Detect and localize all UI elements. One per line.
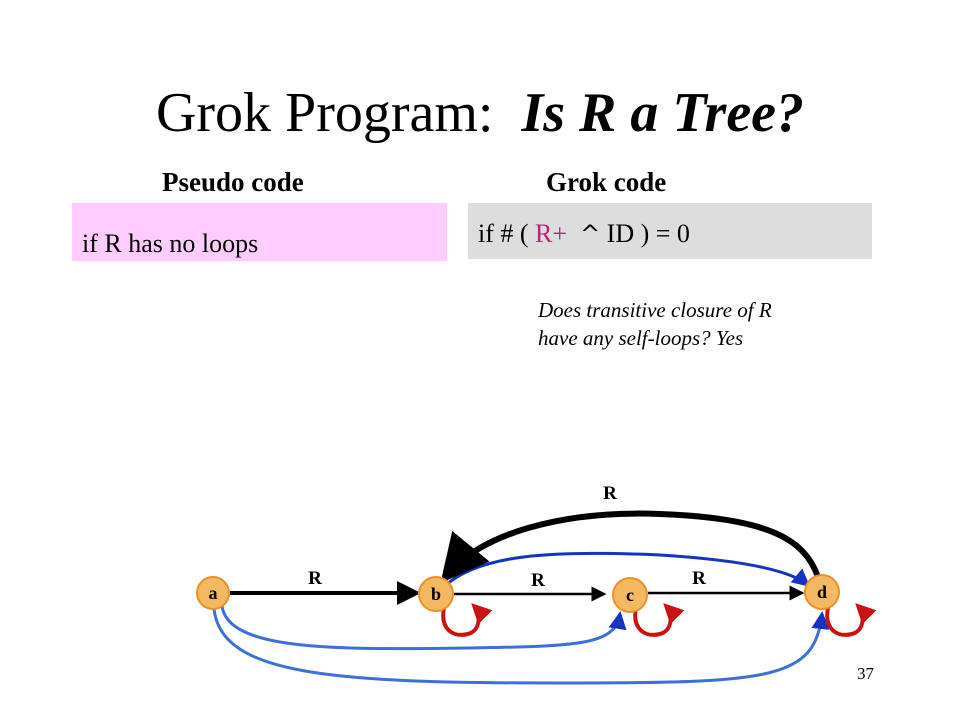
grok-suffix: ID ) = 0 [600, 219, 690, 248]
page-number: 37 [857, 664, 874, 683]
edge-label-c-d: R [692, 568, 706, 589]
closure-note-line-1: Does transitive closure of R [538, 298, 772, 322]
closure-note-line-2: have any self-loops? Yes [538, 326, 744, 350]
edge-label-b-c: R [531, 570, 545, 591]
pseudo-code-heading: Pseudo code [162, 167, 304, 197]
node-a: a [196, 576, 230, 610]
node-c: c [612, 577, 648, 613]
self-loop-b [441, 603, 493, 637]
grok-code-heading: Grok code [546, 167, 667, 197]
node-b-label: b [431, 584, 441, 604]
edge-label-a-b: R [308, 568, 322, 589]
node-b: b [418, 576, 454, 612]
self-loop-c [633, 603, 685, 637]
closure-note: Does transitive closure of R have any se… [538, 296, 772, 352]
grok-prefix: if # ( [478, 219, 536, 248]
title-main: Grok Program: [155, 82, 494, 144]
node-d-label: d [817, 582, 827, 602]
grok-code-line: if # ( R+ ^ ID ) = 0 [478, 219, 690, 249]
node-a-label: a [209, 583, 218, 603]
grok-rplus: R+ [535, 219, 568, 248]
self-loop-d [825, 603, 877, 637]
slide-title: Grok Program: Is R a Tree? [0, 78, 960, 148]
node-c-label: c [626, 585, 634, 605]
edge-d-b [440, 510, 821, 584]
grok-intersect-op: ^ [580, 220, 601, 248]
closure-edge-a-d [212, 607, 830, 685]
closure-edge-a-c [220, 605, 627, 651]
pseudo-code-line: if R has no loops [82, 229, 259, 258]
title-emphasis: Is R a Tree? [521, 82, 805, 144]
edge-label-d-b: R [603, 483, 617, 504]
grok-code-box: if # ( R+ ^ ID ) = 0 [468, 203, 872, 259]
pseudo-code-box: if R has no loops [72, 203, 447, 261]
node-d: d [804, 574, 840, 610]
